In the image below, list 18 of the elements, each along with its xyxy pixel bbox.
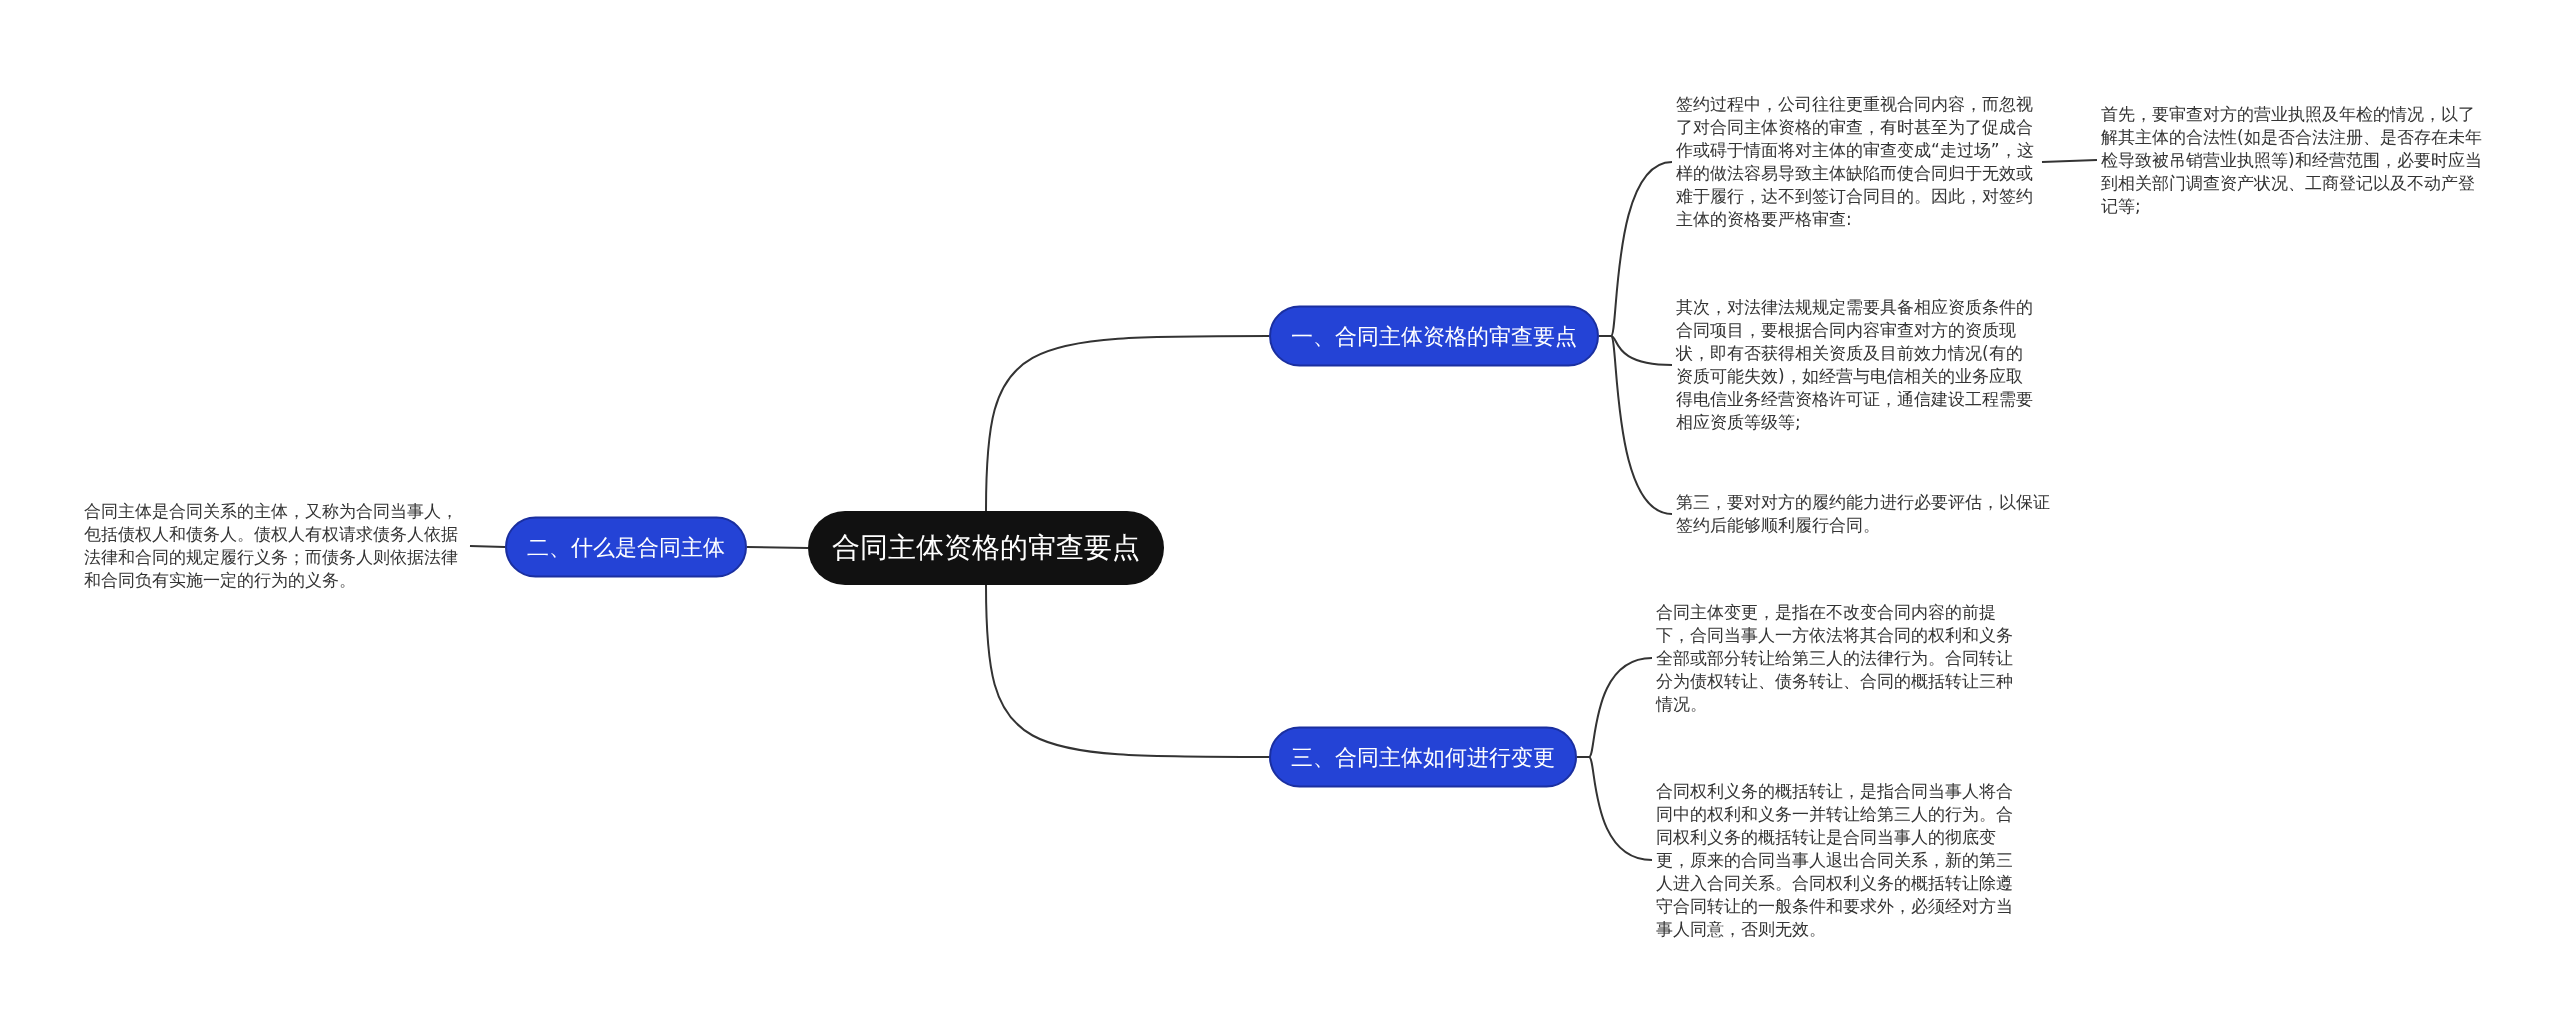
- connector-line: [1598, 335, 1673, 515]
- central-topic: 合同主体资格的审查要点: [808, 511, 1164, 585]
- text-note: 其次，对法律法规规定需要具备相应资质条件的合同项目，要根据合同内容审查对方的资质现状，即有否获得相关资质及目前效力情况(有的资质可能失效)，如经营与电信相关的业务应取得电信业务经营资格许可证，通信建设工程需要相应资质等级等;: [1672, 296, 2042, 434]
- text-note: 合同权利义务的概括转让，是指合同当事人将合同中的权利和义务一并转让给第三人的行为。合同权利义务的概括转让是合同当事人的彻底变更，原来的合同当事人退出合同关系，新的第三人进入合同关系。合同权利义务的概括转让除遵守合同转让的一般条件和要求外，必须经对方当事人同意，否则无效。: [1652, 779, 2032, 941]
- text-note: 签约过程中，公司往往更重视合同内容，而忽视了对合同主体资格的审查，有时甚至为了促成合作或碍于情面将对主体的审查变成“走过场”，这样的做法容易导致主体缺陷而使合同归于无效或难于履行，达不到签订合同目的。因此，对签约主体的资格要严格审查:: [1672, 93, 2042, 231]
- connector-line: [746, 546, 809, 549]
- branch-topic: 一、合同主体资格的审查要点: [1269, 305, 1599, 367]
- connector-line: [1576, 756, 1653, 861]
- branch-topic: 三、合同主体如何进行变更: [1269, 726, 1577, 788]
- text-note: 首先，要审查对方的营业执照及年检的情况，以了解其主体的合法性(如是否合法注册、是否存在未年检导致被吊销营业执照等)和经营范围，必要时应当到相关部门调查资产状况、工商登记以及不动产登记等;: [2097, 102, 2487, 218]
- connector-line: [469, 545, 506, 548]
- text-note: 合同主体变更，是指在不改变合同内容的前提下，合同当事人一方依法将其合同的权利和义务全部或部分转让给第三人的法律行为。合同转让分为债权转让、债务转让、合同的概括转让三种情况。: [1652, 600, 2032, 716]
- connector-line: [2041, 159, 2098, 163]
- text-note: 合同主体是合同关系的主体，又称为合同当事人，包括债权人和债务人。债权人有权请求债务人依据法律和合同的规定履行义务；而债务人则依据法律和合同负有实施一定的行为的义务。: [80, 500, 470, 592]
- connector-line: [985, 584, 1270, 758]
- connector-line: [985, 335, 1270, 512]
- text-note: 第三，要对对方的履约能力进行必要评估，以保证签约后能够顺利履行合同。: [1672, 491, 2062, 537]
- branch-topic: 二、什么是合同主体: [505, 516, 747, 578]
